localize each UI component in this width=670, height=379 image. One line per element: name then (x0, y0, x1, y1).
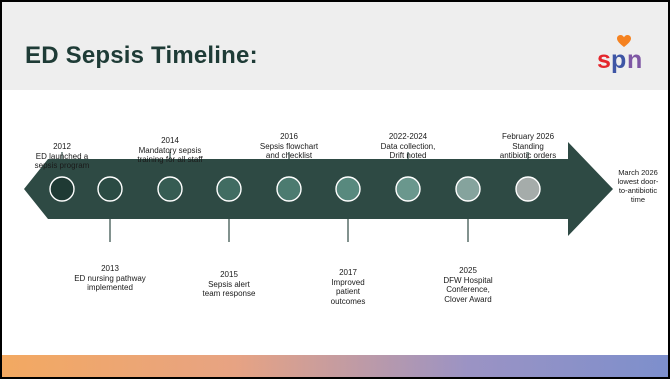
marker-2013 (97, 176, 123, 202)
slide-title: ED Sepsis Timeline: (25, 42, 258, 69)
milestone-text: and checklist (265, 151, 313, 161)
milestone-text: Conference, (446, 285, 490, 295)
logo-heart (617, 35, 631, 47)
title-band (2, 2, 668, 90)
milestone-text: ED nursing pathway (74, 273, 146, 283)
milestone-year: 2014 (161, 136, 179, 145)
marker-2014 (157, 176, 183, 202)
marker-2025 (455, 176, 481, 202)
marker-2012 (49, 176, 75, 202)
milestone-text: patient (335, 287, 361, 297)
milestone-text: DFW Hospital (443, 275, 493, 285)
marker-2016 (276, 176, 302, 202)
milestone-year: 2015 (220, 270, 238, 279)
milestone-2025-label: 2025 DFW Hospital Conference, Clover Awa… (408, 266, 528, 304)
milestone-text: Drift noted (389, 151, 427, 161)
milestone-year: 2012 (53, 142, 71, 151)
milestone-2015-label: 2015 Sepsis alert team response (169, 270, 289, 299)
milestone-text: Sepsis alert (208, 279, 250, 289)
final-text: March 2026 (618, 168, 658, 177)
milestone-year: 2022-2024 (388, 132, 428, 141)
milestone-year: 2016 (280, 132, 298, 141)
milestone-text: ED launched a (35, 151, 89, 161)
milestone-feb-2026-label: February 2026 Standing antibiotic orders (468, 132, 588, 161)
logo-s: s (597, 46, 611, 74)
milestone-2022-2024-label: 2022-2024 Data collection, Drift noted (348, 132, 468, 161)
final-milestone-label: March 2026 lowest door- to-antibiotic ti… (612, 168, 664, 204)
milestone-year: 2013 (101, 264, 119, 273)
marker-2017 (335, 176, 361, 202)
bottom-gradient-bar (2, 355, 668, 377)
final-text: lowest door- (617, 177, 659, 186)
milestone-text: Sepsis flowchart (259, 141, 319, 151)
milestone-year: 2017 (339, 268, 357, 277)
marker-2022-2024 (395, 176, 421, 202)
spn-logo: s p n (597, 35, 642, 74)
milestone-2016-label: 2016 Sepsis flowchart and checklist (229, 132, 349, 161)
milestone-year: 2025 (459, 266, 477, 275)
milestone-year: February 2026 (501, 132, 555, 141)
milestone-text: training for all staff (137, 155, 203, 165)
milestone-text: implemented (87, 283, 133, 293)
milestone-2017-label: 2017 Improved patient outcomes (288, 268, 408, 306)
marker-feb-2026 (515, 176, 541, 202)
milestone-text: Clover Award (444, 294, 492, 304)
milestone-text: outcomes (330, 296, 366, 306)
milestone-text: Data collection, (380, 141, 436, 151)
final-text: to-antibiotic (618, 186, 658, 195)
timeline-arrow (24, 142, 613, 236)
milestone-text: Mandatory sepsis (138, 145, 202, 155)
milestone-2014-label: 2014 Mandatory sepsis training for all s… (110, 136, 230, 165)
milestone-2013-label: 2013 ED nursing pathway implemented (50, 264, 170, 293)
logo-n: n (627, 46, 642, 74)
milestone-text: antibiotic orders (499, 151, 557, 161)
milestone-markers (49, 176, 541, 202)
milestone-text: Improved (331, 277, 365, 287)
connector-lines (61, 152, 529, 242)
logo-p: p (611, 46, 626, 74)
milestone-text: Standing (512, 141, 544, 151)
milestone-text: team response (202, 289, 256, 299)
milestone-text: sepsis program (34, 161, 90, 171)
marker-2015 (216, 176, 242, 202)
milestone-2012-label: 2012 ED launched a sepsis program (2, 142, 122, 171)
final-text: time (630, 195, 646, 204)
